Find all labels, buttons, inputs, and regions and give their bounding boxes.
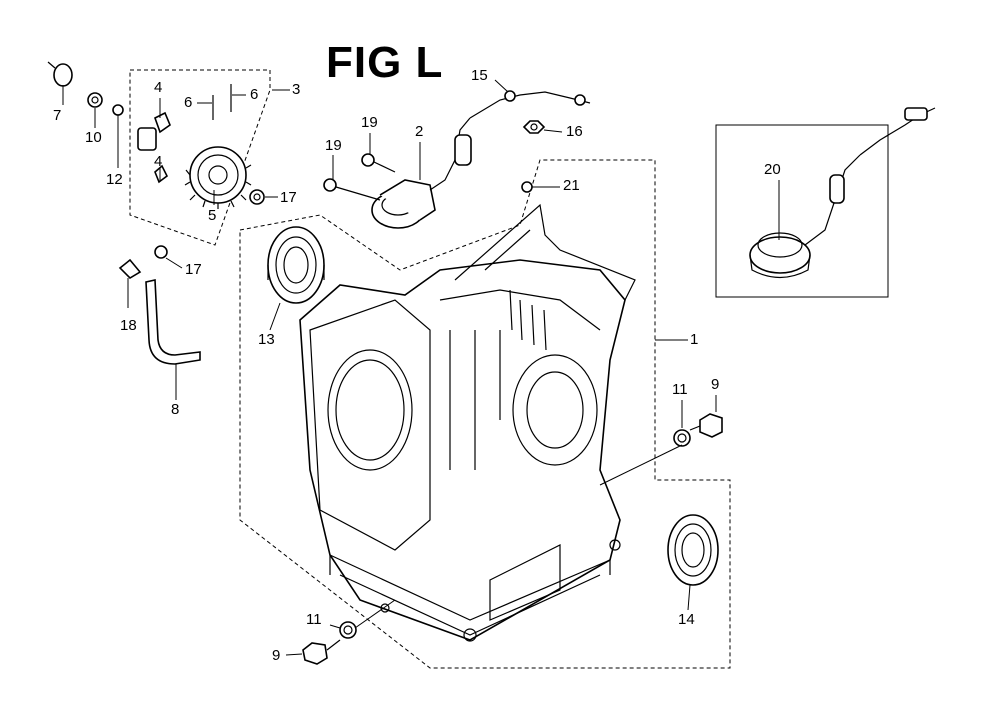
callout-17-lower: 17 (185, 261, 202, 278)
callout-3: 3 (292, 81, 301, 98)
callout-1: 1 (690, 331, 699, 348)
oil-level-switch (323, 90, 591, 229)
figure-title: FIG L (326, 38, 444, 87)
callout-8: 8 (171, 401, 180, 418)
bearing (267, 226, 325, 304)
callout-13: 13 (258, 331, 275, 348)
breather-tube (145, 279, 201, 365)
alternate-oil-switch (749, 107, 936, 279)
callout-17-upper: 17 (280, 189, 297, 206)
callout-15: 15 (471, 67, 488, 84)
callout-14: 14 (678, 611, 695, 628)
drain-plugs (302, 413, 723, 665)
crankcase (299, 203, 636, 642)
callout-11-right: 11 (672, 381, 688, 398)
callout-2: 2 (415, 123, 424, 140)
callout-19-upper: 19 (361, 114, 378, 131)
governor-assembly (137, 84, 252, 209)
callout-6-left: 6 (184, 94, 193, 111)
callout-21: 21 (563, 177, 580, 194)
leader-lines (62, 79, 780, 656)
callout-4-upper: 4 (154, 79, 163, 96)
callout-7: 7 (53, 107, 62, 124)
callout-11-bottom: 11 (306, 611, 322, 628)
callout-16: 16 (566, 123, 583, 140)
callout-10: 10 (85, 129, 102, 146)
callout-5: 5 (208, 207, 217, 224)
callout-18: 18 (120, 317, 137, 334)
callout-9-bottom: 9 (272, 647, 281, 664)
callout-12: 12 (106, 171, 123, 188)
oil-seal (667, 514, 719, 586)
callout-6-right: 6 (250, 86, 259, 103)
assembly-outlines (129, 69, 889, 669)
callout-19-lower: 19 (325, 137, 342, 154)
callout-4-lower: 4 (154, 153, 163, 170)
callout-20: 20 (764, 161, 781, 178)
callout-9-right: 9 (711, 376, 720, 393)
